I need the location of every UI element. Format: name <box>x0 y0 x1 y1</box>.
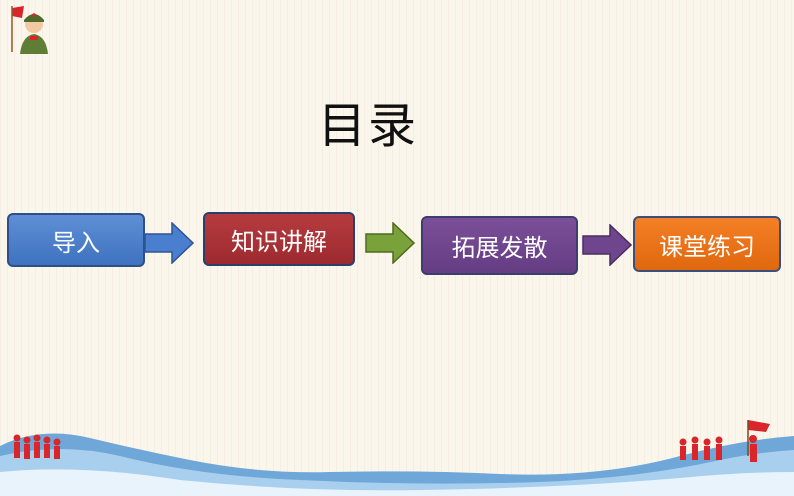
arrow-right-icon <box>582 224 632 266</box>
arrow-right-icon <box>144 222 194 264</box>
soldier-emblem-icon <box>11 6 48 54</box>
step-intro-button[interactable]: 导入 <box>7 213 145 267</box>
arrow-right-icon <box>365 222 415 264</box>
step-extension-button[interactable]: 拓展发散 <box>421 216 578 275</box>
step-practice-button[interactable]: 课堂练习 <box>633 216 781 272</box>
page-title: 目录 <box>318 98 419 154</box>
step-knowledge-button[interactable]: 知识讲解 <box>203 212 355 266</box>
red-flag-runners-icon <box>0 420 794 496</box>
